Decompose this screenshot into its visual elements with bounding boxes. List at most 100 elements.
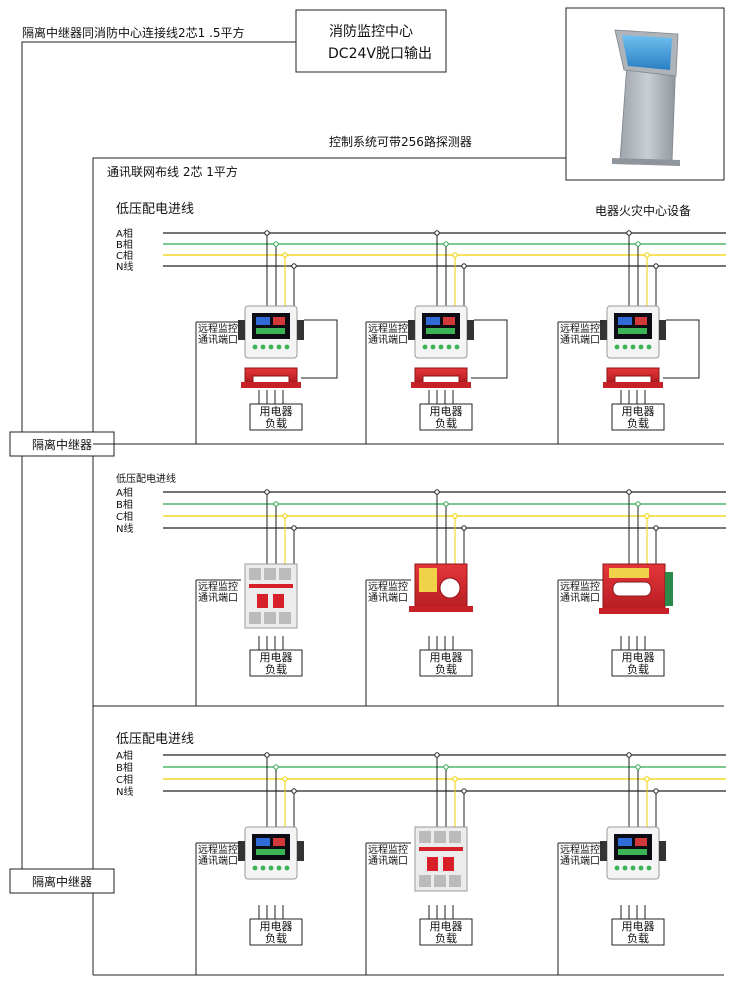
meter-display-segment bbox=[635, 317, 647, 325]
residual-ct-hole bbox=[439, 577, 461, 599]
port-label: 通讯端口 bbox=[198, 591, 238, 604]
load-box bbox=[611, 649, 665, 677]
breaker-terminal bbox=[264, 612, 276, 624]
load-label: 用电器 bbox=[430, 405, 463, 418]
port-label: 远程监控 bbox=[560, 322, 600, 335]
host-kiosk bbox=[565, 7, 725, 181]
meter-display-segment bbox=[426, 328, 455, 334]
tap-node bbox=[626, 752, 632, 758]
fire-center-title: 消防监控中心 bbox=[329, 24, 413, 40]
breaker-lever bbox=[257, 594, 268, 608]
breaker-label-strip bbox=[419, 847, 463, 851]
tap-node bbox=[273, 241, 279, 247]
ct-loop bbox=[663, 319, 700, 379]
isolation-link-label: 隔离中继器同消防中心连接线2芯1 .5平方 bbox=[22, 25, 245, 40]
phase-label: C相 bbox=[116, 249, 133, 262]
distribution-section-2: 低压配电进线A相B相C相N线远程监控通讯端口用电器负载远程监控通讯端口用电器负载… bbox=[93, 472, 726, 707]
current-transformer bbox=[244, 367, 298, 383]
load-label: 负载 bbox=[265, 931, 287, 945]
relay-label: 隔离中继器 bbox=[32, 437, 92, 452]
load-box bbox=[611, 403, 665, 431]
port-label: 通讯端口 bbox=[368, 854, 408, 867]
tap-node bbox=[635, 241, 641, 247]
breaker-terminal bbox=[434, 831, 446, 843]
port-label: 通讯端口 bbox=[560, 333, 600, 346]
meter-screen bbox=[614, 834, 652, 860]
meter-button bbox=[260, 865, 266, 871]
ct-loop bbox=[471, 319, 508, 379]
meter-display-segment bbox=[618, 317, 632, 325]
meter-button bbox=[646, 344, 652, 350]
phase-label: A相 bbox=[116, 749, 133, 762]
meter-bracket bbox=[297, 320, 304, 340]
tap-node bbox=[282, 776, 288, 782]
meter-button bbox=[446, 344, 452, 350]
meter-display-segment bbox=[443, 317, 455, 325]
meter-button bbox=[614, 344, 620, 350]
tap-node bbox=[443, 241, 449, 247]
meter-bracket bbox=[659, 320, 666, 340]
meter-screen bbox=[422, 313, 460, 339]
meter-screen bbox=[252, 313, 290, 339]
breaker-terminal bbox=[434, 875, 446, 887]
fire-control-center-box: 消防监控中心 DC24V脱口输出 bbox=[295, 9, 447, 73]
meter-display-segment bbox=[273, 317, 285, 325]
tap-node bbox=[644, 513, 650, 519]
relay-label: 隔离中继器 bbox=[32, 874, 92, 889]
tap-node bbox=[443, 501, 449, 507]
meter-bracket bbox=[467, 320, 474, 340]
breaker-lever bbox=[273, 594, 284, 608]
tap-node bbox=[434, 489, 440, 495]
phase-label: A相 bbox=[116, 486, 133, 499]
tap-node bbox=[434, 230, 440, 236]
load-box bbox=[611, 918, 665, 946]
tap-node bbox=[461, 263, 467, 269]
meter-button bbox=[630, 344, 636, 350]
meter-bracket bbox=[238, 320, 245, 340]
combined-ct-terminal bbox=[665, 572, 673, 606]
meter-display-segment bbox=[256, 317, 270, 325]
breaker-terminal bbox=[279, 568, 291, 580]
load-label: 用电器 bbox=[622, 651, 655, 664]
tap-node bbox=[273, 501, 279, 507]
combined-ct-base bbox=[599, 608, 669, 614]
control-capacity-label: 控制系统可带256路探测器 bbox=[329, 134, 472, 149]
port-label: 远程监控 bbox=[198, 322, 238, 335]
load-label: 用电器 bbox=[622, 405, 655, 418]
load-label: 用电器 bbox=[622, 920, 655, 933]
load-box bbox=[419, 649, 473, 677]
meter-bracket bbox=[600, 841, 607, 861]
meter-display-segment bbox=[273, 838, 285, 846]
breaker-terminal bbox=[419, 831, 431, 843]
load-label: 负载 bbox=[265, 662, 287, 676]
load-label: 用电器 bbox=[430, 651, 463, 664]
tap-node bbox=[644, 252, 650, 258]
tap-node bbox=[264, 752, 270, 758]
breaker-terminal bbox=[449, 831, 461, 843]
port-label: 通讯端口 bbox=[560, 854, 600, 867]
tap-node bbox=[291, 263, 297, 269]
phase-label: B相 bbox=[116, 761, 133, 774]
meter-button bbox=[622, 865, 628, 871]
load-label: 负载 bbox=[435, 416, 457, 430]
tap-node bbox=[461, 788, 467, 794]
host-label: 电器火灾中心设备 bbox=[595, 203, 691, 218]
tap-node bbox=[443, 764, 449, 770]
residual-ct-label bbox=[419, 568, 437, 592]
tap-node bbox=[653, 263, 659, 269]
meter-display-segment bbox=[256, 838, 270, 846]
breaker-terminal bbox=[249, 612, 261, 624]
sections-layer: 低压配电进线A相B相C相N线远程监控通讯端口用电器负载远程监控通讯端口用电器负载… bbox=[93, 202, 726, 976]
phase-label: N线 bbox=[116, 785, 133, 798]
current-transformer bbox=[414, 367, 468, 383]
load-label: 用电器 bbox=[260, 920, 293, 933]
port-label: 远程监控 bbox=[198, 843, 238, 856]
meter-button bbox=[430, 344, 436, 350]
tap-node bbox=[264, 230, 270, 236]
tap-node bbox=[461, 525, 467, 531]
